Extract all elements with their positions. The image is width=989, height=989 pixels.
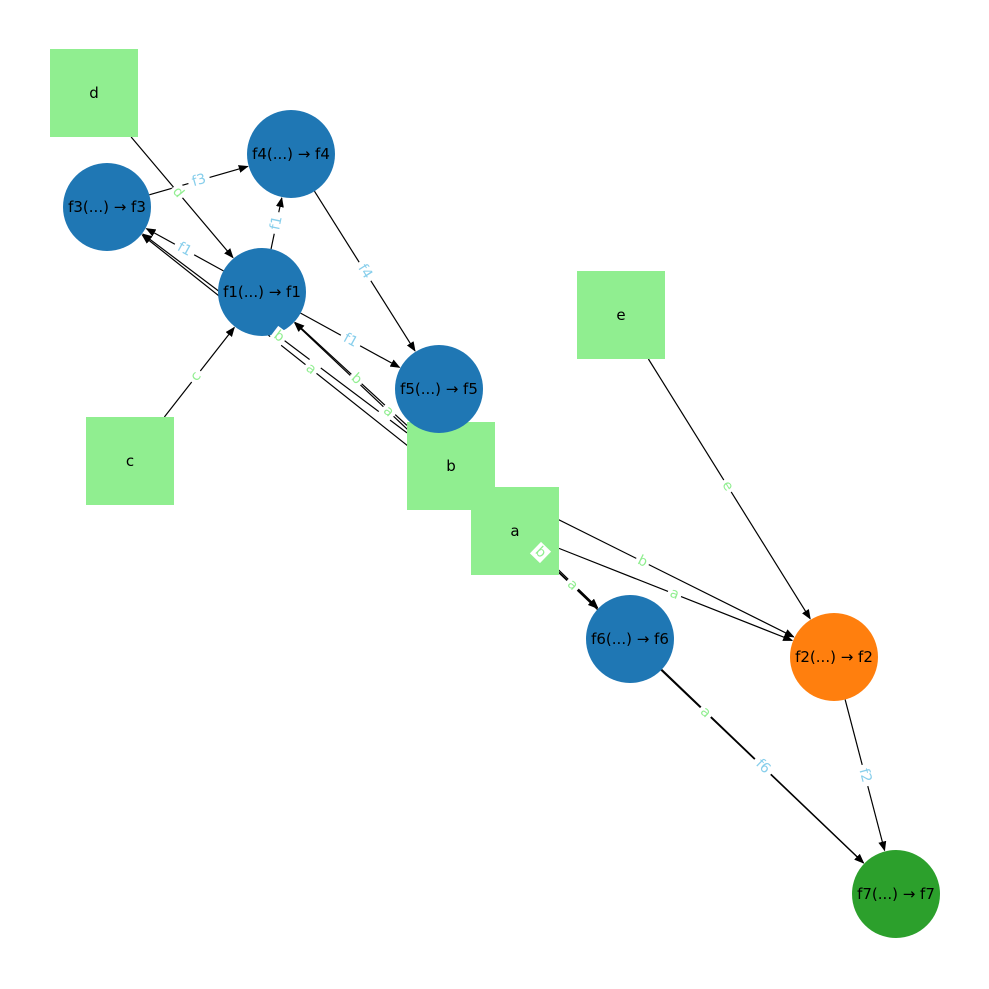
edge-label-background — [717, 475, 738, 497]
node-label-c: c — [126, 452, 134, 470]
node-e: e — [577, 271, 665, 359]
function-node-circle — [395, 345, 483, 433]
node-label-d: d — [89, 84, 99, 102]
function-node-circle — [852, 850, 940, 938]
input-node-square — [50, 49, 138, 137]
edge-label-background — [337, 328, 364, 353]
edge-label-f1-to-f3: f1 — [175, 239, 195, 260]
node-d: d — [50, 49, 138, 137]
edge-label-background — [665, 583, 684, 605]
nodes-layer: d c e b a f1(...) → f1 f3(...) → f3 f4(...) → f… — [50, 49, 940, 938]
edge-label-f2-to-f7: f2 — [856, 767, 875, 784]
function-node-circle — [63, 163, 151, 251]
node-f6: f6(...) → f6 — [586, 595, 674, 683]
edge-label-background — [632, 551, 653, 572]
edge-label-background — [561, 574, 584, 596]
node-f2: f2(...) → f2 — [790, 613, 878, 701]
node-label-f3: f3(...) → f3 — [68, 198, 146, 216]
edge-label-background — [749, 753, 777, 780]
edge-label-background — [377, 400, 400, 423]
node-f5: f5(...) → f5 — [395, 345, 483, 433]
node-f4: f4(...) → f4 — [247, 110, 335, 198]
input-node-square — [577, 271, 665, 359]
node-label-f6: f6(...) → f6 — [591, 630, 669, 648]
edge-label-background — [185, 366, 207, 387]
function-node-circle — [247, 110, 335, 198]
edge-label-background — [352, 257, 378, 286]
function-node-circle — [790, 613, 878, 701]
node-label-f7: f7(...) → f7 — [857, 885, 935, 903]
edge-label-f1-to-f5: f1 — [341, 330, 361, 351]
edge-label-background — [268, 325, 290, 348]
edge-label-background — [854, 762, 876, 789]
edge-label-f1-to-f4: f1 — [267, 215, 286, 232]
edge-label-background — [529, 541, 552, 564]
node-f1: f1(...) → f1 — [218, 248, 306, 336]
input-node-square — [86, 417, 174, 505]
node-label-f1: f1(...) → f1 — [223, 283, 301, 301]
node-label-b: b — [446, 457, 456, 475]
function-node-circle — [586, 595, 674, 683]
edge-label-background — [167, 181, 189, 204]
edge-label-background — [266, 210, 287, 236]
node-c: c — [86, 417, 174, 505]
node-label-e: e — [616, 306, 625, 324]
node-f3: f3(...) → f3 — [63, 163, 151, 251]
node-f7: f7(...) → f7 — [852, 850, 940, 938]
node-label-f5: f5(...) → f5 — [400, 380, 478, 398]
edge-label-background — [186, 169, 212, 192]
edge-label-background — [300, 358, 322, 380]
node-a: a — [471, 487, 559, 575]
node-label-f2: f2(...) → f2 — [795, 648, 873, 666]
node-label-a: a — [510, 522, 519, 540]
node-label-f4: f4(...) → f4 — [252, 145, 330, 163]
edge-label-background — [171, 237, 198, 262]
edge-label-f3-to-f4: f3 — [190, 171, 208, 190]
edge-label-background — [694, 701, 717, 724]
function-node-circle — [218, 248, 306, 336]
input-node-square — [471, 487, 559, 575]
edge-label-background — [345, 368, 368, 390]
